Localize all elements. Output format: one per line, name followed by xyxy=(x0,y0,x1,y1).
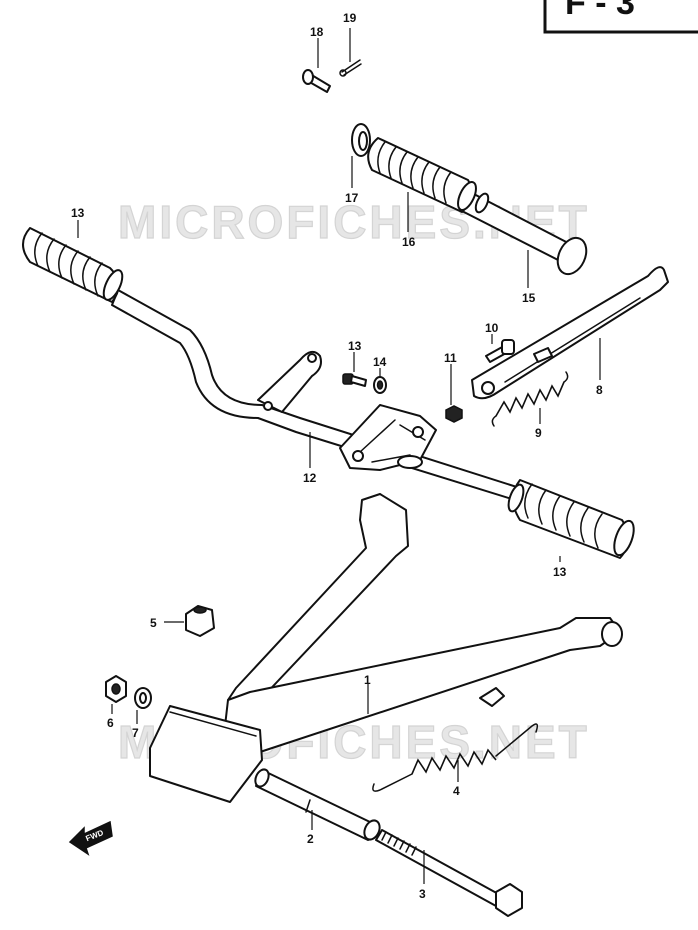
callout-12: 12 xyxy=(303,471,317,485)
callout-7: 7 xyxy=(132,726,139,740)
callout-9: 9 xyxy=(535,426,542,440)
callout-13-left: 13 xyxy=(71,206,85,220)
callout-14: 13 xyxy=(348,339,362,353)
part-11-nut xyxy=(445,405,463,423)
part-14-bolt xyxy=(342,373,367,387)
part-10-bolt xyxy=(485,339,515,363)
callout-4: 4 xyxy=(453,784,460,798)
part-15-washer xyxy=(373,376,387,394)
callout-20: 19 xyxy=(343,11,357,25)
callout-16: 15 xyxy=(522,291,536,305)
callout-17: 16 xyxy=(402,235,416,249)
part-4-spring xyxy=(372,723,539,792)
page-code-box: F - 3 xyxy=(543,0,698,34)
part-1-center-stand xyxy=(149,493,623,803)
part-13-rubber-right xyxy=(507,479,635,559)
callout-18: 17 xyxy=(345,191,359,205)
part-8-side-stand xyxy=(471,266,669,400)
leader-lines xyxy=(77,28,601,884)
callout-5: 5 xyxy=(150,616,157,630)
part-3-bolt xyxy=(375,829,523,917)
part-13-rubber-left xyxy=(22,227,124,303)
page-code-text: F - 3 xyxy=(565,0,635,22)
callout-11: 11 xyxy=(444,351,457,365)
callout-19: 18 xyxy=(310,25,324,39)
part-5-stopper xyxy=(185,605,215,637)
fwd-direction-marker: FWD xyxy=(68,820,113,856)
part-19-pin xyxy=(302,69,331,93)
callout-6: 6 xyxy=(107,716,114,730)
callout-8: 8 xyxy=(596,383,603,397)
part-6-nut xyxy=(105,675,127,703)
callout-3: 3 xyxy=(419,887,426,901)
callout-2: 2 xyxy=(307,832,314,846)
part-7-washer xyxy=(134,687,152,709)
callout-10: 10 xyxy=(485,321,499,335)
part-2-stand-shaft xyxy=(254,768,381,841)
part-12-footrest-bar xyxy=(111,289,521,501)
part-9-spring xyxy=(491,371,569,427)
callout-13-right: 13 xyxy=(553,565,567,579)
part-17-footrest-rubber xyxy=(367,137,477,213)
callout-1: 1 xyxy=(364,673,371,687)
part-18-washer xyxy=(351,123,371,157)
part-20-cotter-pin xyxy=(339,59,362,77)
callout-15: 14 xyxy=(373,355,387,369)
callout-labels: 18 19 17 16 15 13 13 14 11 10 8 9 12 13 … xyxy=(71,11,603,901)
